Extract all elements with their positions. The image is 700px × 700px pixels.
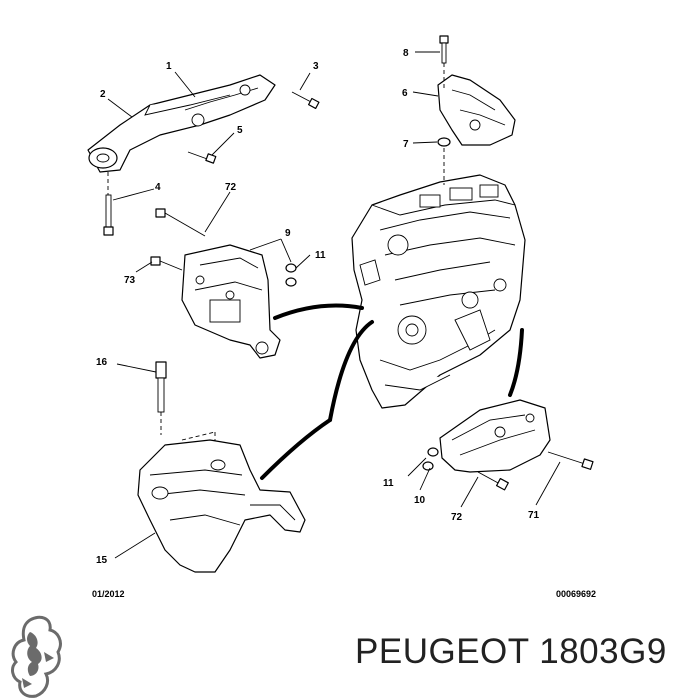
diagram-date: 01/2012	[92, 589, 125, 599]
bolt-71	[547, 451, 594, 470]
callout-15: 15	[96, 555, 108, 566]
callout-1: 1	[166, 61, 172, 72]
link-hose-lower	[260, 418, 332, 480]
brand-caption: PEUGEOT 1803G9	[355, 632, 667, 671]
callout-8: 8	[403, 48, 409, 59]
link-hose-middle	[328, 320, 374, 422]
bolt-72-lower	[477, 471, 509, 491]
bolt-8	[439, 35, 449, 64]
callout-11-upper: 11	[315, 250, 326, 261]
bracket-9	[181, 244, 281, 359]
callout-3: 3	[313, 61, 319, 72]
callout-6: 6	[402, 88, 408, 99]
callout-73: 73	[124, 275, 136, 286]
washer-7	[437, 137, 451, 147]
callout-10: 10	[414, 495, 426, 506]
engine-block	[351, 174, 526, 409]
callout-72-upper: 72	[225, 182, 237, 193]
callout-16: 16	[96, 357, 108, 368]
callout-5: 5	[237, 125, 243, 136]
lower-mount-15	[137, 439, 306, 573]
bolt-16	[155, 361, 167, 413]
callout-2: 2	[100, 89, 106, 100]
callout-11-lower: 11	[383, 478, 394, 489]
torque-rod-assembly	[87, 74, 276, 173]
sleeve-11-lower	[422, 447, 439, 471]
link-hose-upper	[273, 303, 364, 320]
bolt-5	[187, 151, 217, 164]
callout-7: 7	[403, 139, 409, 150]
top-engine-mount	[437, 74, 516, 146]
bolt-3	[291, 91, 320, 110]
link-hose-right	[508, 328, 524, 397]
lower-right-mount-10	[439, 399, 551, 473]
bolt-72-upper	[155, 208, 206, 237]
bolt-4	[103, 194, 114, 236]
callout-72-lower: 72	[451, 512, 463, 523]
sleeve-11-upper	[285, 263, 297, 287]
bolt-73	[150, 256, 183, 271]
peugeot-lion-logo	[11, 615, 62, 698]
leader-lines	[107, 51, 561, 559]
callout-9: 9	[285, 228, 291, 239]
diagram-reference: 00069692	[556, 589, 596, 599]
callout-71: 71	[528, 510, 540, 521]
callout-4: 4	[155, 182, 161, 193]
